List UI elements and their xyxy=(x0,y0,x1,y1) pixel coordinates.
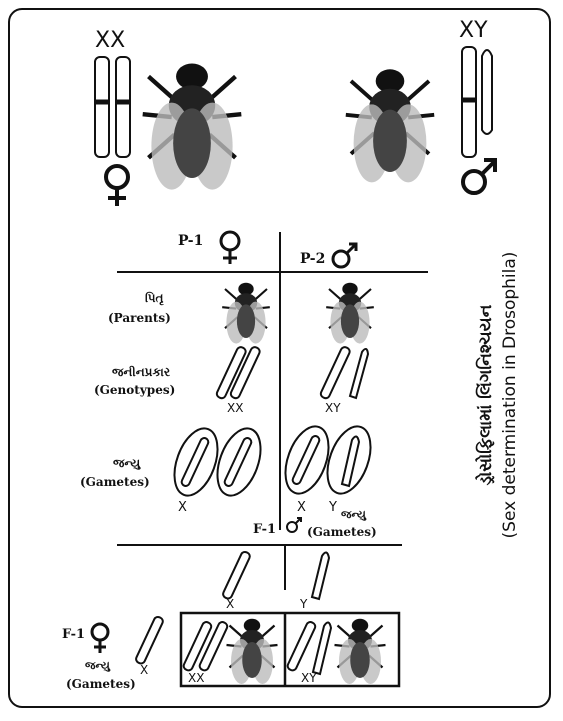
f1-male-x-label: X xyxy=(226,598,234,610)
offspring-male-label: XY xyxy=(301,672,317,684)
fly-icon xyxy=(326,283,374,344)
male-gametes-gu-label: જન્યુ xyxy=(341,509,366,520)
f1-gamete-x-label: X xyxy=(140,664,148,676)
gametes-gu-label: જન્યુ xyxy=(113,457,140,469)
chromosome-icon xyxy=(216,346,261,400)
p1-label: P-1 xyxy=(178,234,203,248)
gamete-male-y-label: Y xyxy=(329,501,337,514)
male-karyotype-label: XY xyxy=(459,20,488,42)
chromosome-icon xyxy=(135,616,164,665)
genotype-female: XX xyxy=(227,402,243,414)
gamete-male-x xyxy=(277,421,337,500)
genotype-male: XY xyxy=(325,402,341,414)
fly-icon xyxy=(222,283,270,344)
genotypes-en-label: (Genotypes) xyxy=(94,384,175,396)
fly-icon xyxy=(335,619,386,684)
fly-icon xyxy=(346,69,434,182)
gamete-male-y xyxy=(319,421,379,500)
male-gametes-en-label: (Gametes) xyxy=(307,526,377,538)
chromosome-icon xyxy=(222,551,329,600)
female-karyotype-label: XX xyxy=(95,30,125,52)
f1-gametes-gu-label: જન્યુ xyxy=(85,660,110,671)
male-symbol-icon xyxy=(333,244,356,267)
caption: ડ્રોસોફિલામાં લિંગનિશ્ચયન (Sex determina… xyxy=(476,180,520,610)
female-symbol-icon xyxy=(92,624,108,653)
caption-gujarati: ડ્રોસોફિલામાં લિંગનિશ્ચયન xyxy=(476,180,496,610)
female-symbol-icon xyxy=(221,232,239,264)
female-chromosomes-top xyxy=(95,57,130,157)
gamete-female-label: X xyxy=(178,501,187,514)
parents-en-label: (Parents) xyxy=(108,312,171,324)
gametes-en-label: (Gametes) xyxy=(80,476,150,488)
gamete-male-x-label: X xyxy=(297,501,306,514)
female-symbol-icon xyxy=(106,166,128,206)
f1-male-y-label: Y xyxy=(300,598,307,610)
fly-icon xyxy=(143,63,242,189)
parents-gu-label: પિતૃ xyxy=(145,292,163,304)
genotypes-gu-label: જનીનપ્રકાર xyxy=(112,366,170,378)
gamete-female-1 xyxy=(166,423,226,502)
offspring-female-label: XX xyxy=(188,672,204,684)
caption-english: (Sex determination in Drosophila) xyxy=(500,180,520,610)
p2-label: P-2 xyxy=(300,252,325,266)
f1-left-label: F-1 xyxy=(62,628,85,641)
male-chromosomes-top xyxy=(462,47,492,157)
male-symbol-icon xyxy=(287,518,301,532)
fly-icon xyxy=(227,619,278,684)
chromosome-icon xyxy=(320,346,368,400)
f1-top-label: F-1 xyxy=(253,523,276,536)
f1-gametes-en-label: (Gametes) xyxy=(66,678,136,690)
gamete-female-2 xyxy=(209,423,269,502)
